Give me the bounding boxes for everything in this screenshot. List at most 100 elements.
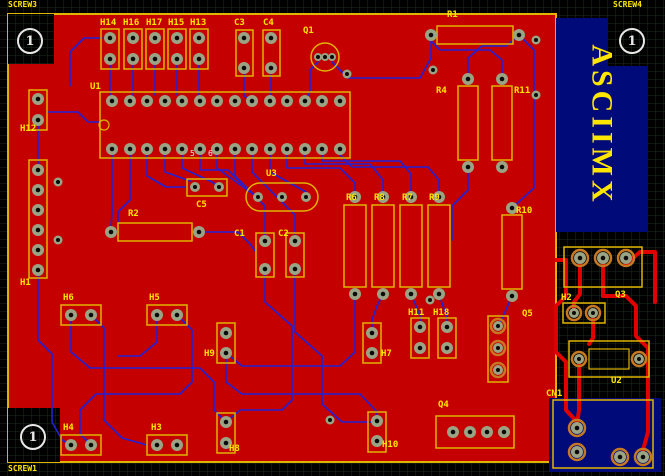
- pad-ring: [630, 350, 648, 368]
- pad-ring: [610, 447, 630, 467]
- component-C4[interactable]: C4: [262, 18, 281, 77]
- signal-trace-blue[interactable]: [37, 275, 72, 446]
- signal-trace-blue[interactable]: [69, 37, 103, 87]
- signal-trace-blue[interactable]: [117, 154, 131, 227]
- component-H3[interactable]: H3: [146, 423, 188, 456]
- signal-trace-blue[interactable]: [321, 154, 412, 198]
- component-H18[interactable]: H18: [433, 308, 457, 359]
- component-H14[interactable]: H14: [100, 18, 120, 70]
- component-H15[interactable]: H15: [167, 18, 187, 70]
- component-Q1[interactable]: Q1: [303, 26, 340, 72]
- drill-marker[interactable]: 1: [17, 28, 43, 54]
- component-U1[interactable]: U1: [90, 82, 351, 159]
- pad-hole: [109, 146, 115, 152]
- component-R11[interactable]: R11: [491, 73, 530, 173]
- signal-trace-blue[interactable]: [269, 154, 307, 193]
- signal-trace-blue[interactable]: [511, 34, 535, 209]
- signal-trace-blue[interactable]: [234, 154, 266, 242]
- signal-trace-red[interactable]: [601, 262, 650, 459]
- component-U2[interactable]: U2: [568, 340, 650, 386]
- component-outline: [235, 29, 254, 77]
- signal-trace-blue[interactable]: [164, 154, 191, 182]
- component-H17[interactable]: H17: [145, 18, 165, 70]
- pad-hole: [68, 442, 74, 448]
- signal-trace-blue[interactable]: [286, 154, 356, 198]
- signal-trace-blue[interactable]: [467, 34, 520, 74]
- signal-trace-red[interactable]: [587, 316, 595, 346]
- signal-trace-blue[interactable]: [225, 352, 378, 422]
- signal-trace-blue[interactable]: [451, 166, 469, 241]
- label-R10: R10: [516, 206, 532, 216]
- component-H1[interactable]: H1: [20, 159, 48, 288]
- component-C2[interactable]: C2: [278, 229, 305, 278]
- component-R10[interactable]: R10: [501, 202, 532, 302]
- component-outline: [435, 415, 515, 449]
- component-H16[interactable]: H16: [123, 18, 143, 70]
- component-H4[interactable]: H4: [60, 423, 102, 456]
- component-H11[interactable]: H11: [408, 308, 430, 359]
- signal-trace-blue[interactable]: [304, 154, 384, 198]
- signal-trace-blue[interactable]: [371, 293, 384, 334]
- pad-hole: [107, 35, 113, 41]
- component-R2[interactable]: R2: [105, 209, 205, 242]
- component-R1[interactable]: R1: [425, 10, 525, 45]
- label-H15: H15: [168, 18, 184, 28]
- signal-trace-blue[interactable]: [70, 314, 227, 423]
- pad-hole: [130, 56, 136, 62]
- component-H5[interactable]: H5: [146, 293, 188, 326]
- component-outline: [146, 304, 188, 326]
- label-R9: R9: [429, 193, 440, 203]
- pad-ring: [593, 248, 613, 268]
- component-Q5[interactable]: Q5: [487, 309, 533, 383]
- component-C3[interactable]: C3: [234, 18, 254, 77]
- signal-trace-blue[interactable]: [225, 293, 356, 367]
- pad-hole: [107, 56, 113, 62]
- component-H10[interactable]: H10: [367, 411, 398, 453]
- component-R8[interactable]: R8: [371, 191, 395, 300]
- component-H8[interactable]: H8: [216, 412, 240, 454]
- signal-trace-blue[interactable]: [331, 40, 432, 79]
- component-R4[interactable]: R4: [436, 73, 479, 173]
- component-outline: [563, 246, 643, 288]
- signal-trace-blue[interactable]: [430, 40, 503, 74]
- via-hole: [534, 93, 538, 97]
- signal-trace-blue[interactable]: [117, 314, 158, 357]
- component-H12[interactable]: H12: [20, 89, 48, 134]
- signal-trace-blue[interactable]: [90, 314, 148, 446]
- signal-trace-blue[interactable]: [251, 154, 296, 242]
- signal-trace-blue[interactable]: [294, 268, 378, 423]
- drill-marker[interactable]: 1: [619, 28, 645, 54]
- component-H13[interactable]: H13: [189, 18, 209, 70]
- component-H9[interactable]: H9: [204, 322, 236, 364]
- pad-hole: [450, 429, 456, 435]
- component-Q4[interactable]: Q4: [435, 400, 515, 449]
- pad-hole: [369, 330, 375, 336]
- signal-trace-blue[interactable]: [79, 314, 193, 446]
- component-U3[interactable]: U3: [245, 169, 319, 212]
- signal-trace-blue[interactable]: [339, 154, 440, 198]
- signal-trace-blue[interactable]: [198, 231, 257, 253]
- component-R6[interactable]: R6: [343, 191, 367, 300]
- component-H7[interactable]: H7: [362, 322, 392, 364]
- component-R7[interactable]: R7: [399, 191, 423, 300]
- component-CN1[interactable]: CN1: [546, 389, 654, 469]
- pad-hole: [241, 65, 247, 71]
- component-R9[interactable]: R9: [427, 191, 451, 300]
- signal-trace-blue[interactable]: [146, 154, 188, 188]
- label-C2: C2: [278, 229, 289, 239]
- signal-trace-red[interactable]: [554, 258, 579, 430]
- component-H2[interactable]: H2: [561, 293, 606, 324]
- pad-hole: [637, 357, 641, 361]
- pad-hole: [154, 442, 160, 448]
- drill-marker-label: 1: [25, 34, 34, 49]
- component-C5[interactable]: C5: [186, 178, 228, 210]
- component-Q3[interactable]: Q3: [563, 246, 643, 300]
- signal-trace-red[interactable]: [575, 362, 581, 426]
- drill-marker[interactable]: 1: [20, 424, 46, 450]
- component-H6[interactable]: H6: [60, 293, 102, 326]
- signal-trace-blue[interactable]: [110, 154, 113, 227]
- component-C1[interactable]: C1: [234, 229, 275, 278]
- signal-trace-blue[interactable]: [46, 111, 101, 123]
- signal-trace-blue[interactable]: [225, 268, 293, 423]
